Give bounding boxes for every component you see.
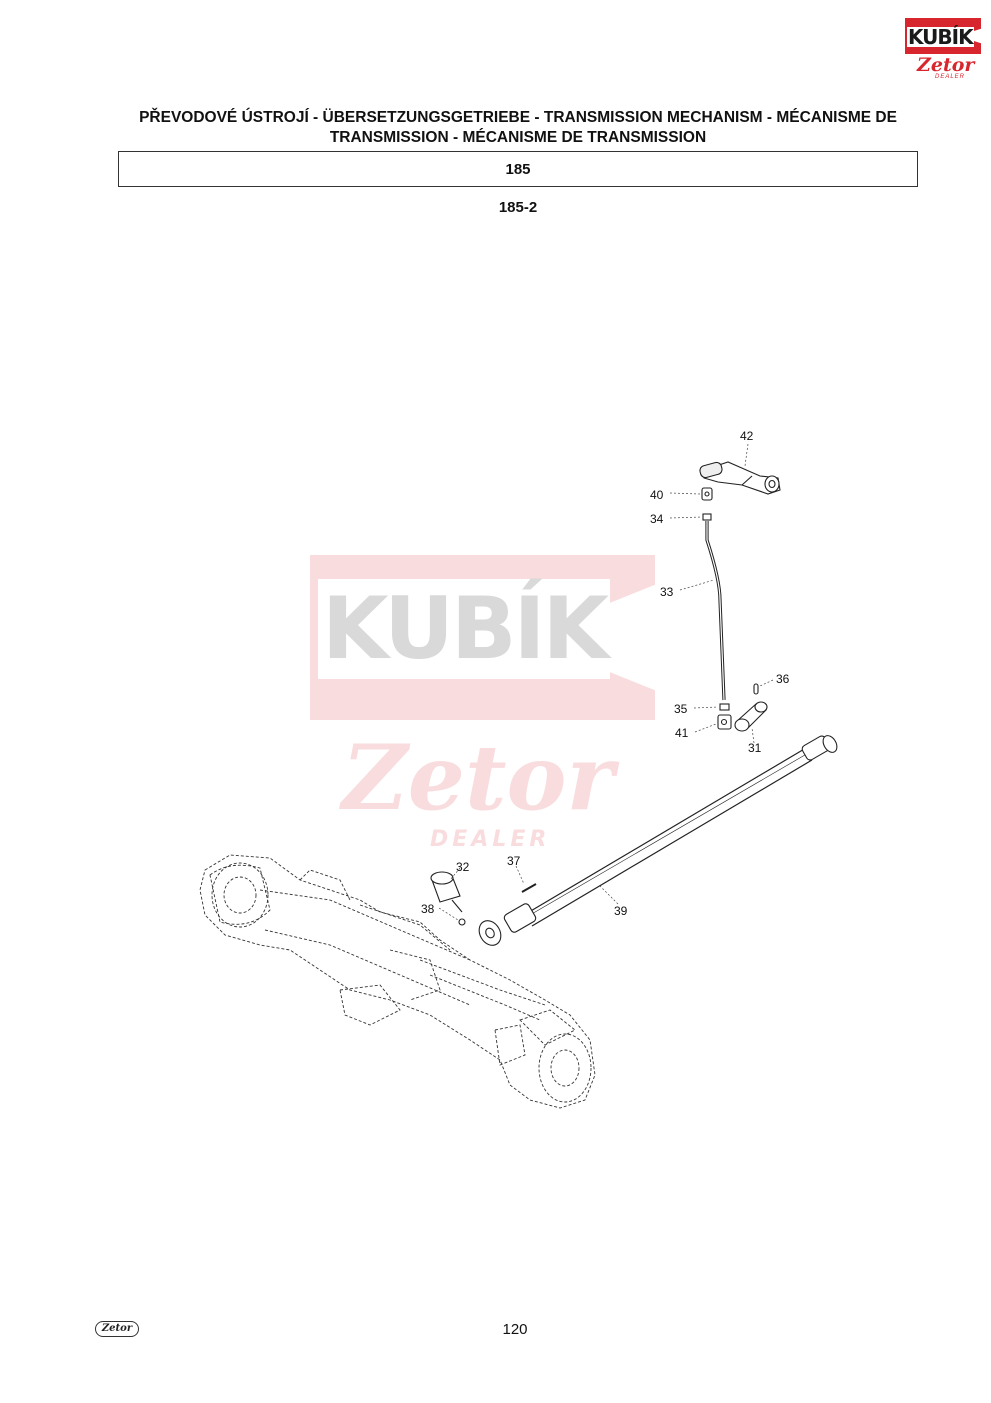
nut-part-35 xyxy=(719,703,730,711)
nut-part-34 xyxy=(702,513,712,521)
part-label-41: 41 xyxy=(675,726,689,740)
part-label-36: 36 xyxy=(776,672,790,686)
watermark-brand: KUBÍK xyxy=(318,579,611,679)
kubik-zetor-logo: KUBÍK Zetor DEALER xyxy=(905,18,981,82)
part-label-40: 40 xyxy=(650,488,664,502)
part-label-38: 38 xyxy=(421,902,435,916)
housing-part-32 xyxy=(430,871,463,913)
lever-part-31 xyxy=(734,701,768,732)
part-label-37: 37 xyxy=(507,854,521,868)
clevis-part-40 xyxy=(701,487,713,501)
part-label-31: 31 xyxy=(748,741,762,755)
dealer-watermark: KUBÍK Zetor DEALER xyxy=(310,555,655,855)
section-number: 185 xyxy=(505,160,531,178)
watermark-dealer: DEALER xyxy=(430,827,551,852)
logo-dealer-text: DEALER xyxy=(935,74,966,80)
figure-number: 185-2 xyxy=(498,199,538,216)
pin-part-36 xyxy=(753,683,759,695)
watermark-zetor: Zetor xyxy=(342,725,614,831)
lever-part-42 xyxy=(699,461,781,495)
bolt-part-37 xyxy=(521,883,537,893)
part-label-32: 32 xyxy=(456,860,470,874)
part-label-34: 34 xyxy=(650,512,664,526)
logo-brand-text: KUBÍK xyxy=(907,25,974,49)
part-label-42: 42 xyxy=(740,429,754,443)
page-title: PŘEVODOVÉ ÚSTROJÍ - ÜBERSETZUNGSGETRIEBE… xyxy=(139,109,897,146)
front-axle-assembly xyxy=(199,854,596,1109)
ring-part-38 xyxy=(458,918,466,926)
footer-zetor-logo: Zetor xyxy=(95,1321,139,1337)
section-number-box: 185 xyxy=(118,151,918,187)
page-number: 120 xyxy=(502,1321,528,1338)
driveshaft-part-39 xyxy=(478,735,838,946)
part-label-33: 33 xyxy=(660,585,674,599)
part-label-35: 35 xyxy=(674,702,688,716)
leader-lines xyxy=(438,443,774,921)
logo-zetor-text: Zetor xyxy=(917,54,975,76)
clevis-part-41 xyxy=(717,714,732,730)
part-label-39: 39 xyxy=(614,904,628,918)
